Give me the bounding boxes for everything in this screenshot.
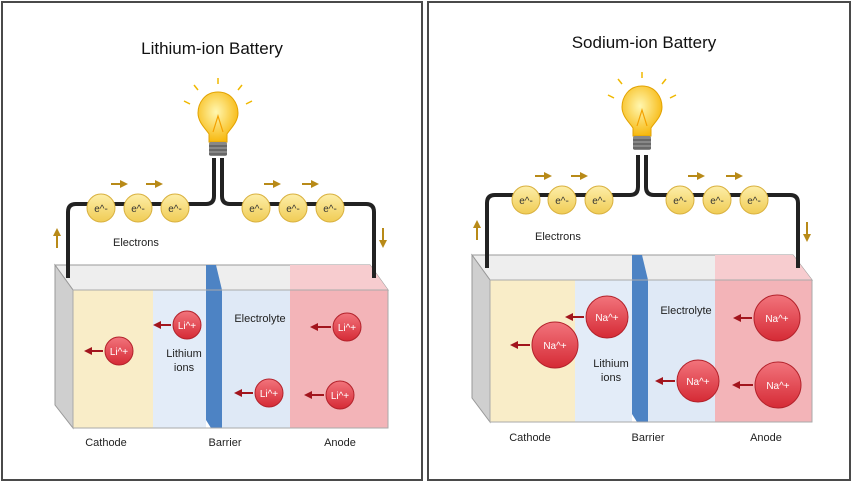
electron-label: e^- xyxy=(747,196,761,207)
barrier-label: Barrier xyxy=(208,437,241,449)
battery-outline xyxy=(72,289,389,429)
ion-label: Na^+ xyxy=(686,377,709,388)
battery-side-face xyxy=(54,263,74,430)
electron-label: e^- xyxy=(673,196,687,207)
electron-particle: e^- xyxy=(278,193,308,223)
ions-caption-line1: Lithium xyxy=(166,348,201,360)
ion-label: Li^+ xyxy=(331,391,349,402)
barrier-membrane xyxy=(632,255,648,422)
anode-top-face xyxy=(715,255,812,280)
ion-particle: Li^+ xyxy=(254,378,284,408)
ion-particle: Na^+ xyxy=(754,361,802,409)
panel-title: Lithium-ion Battery xyxy=(141,39,283,58)
electron-label: e^- xyxy=(286,204,300,215)
electron-particle: e^- xyxy=(584,185,614,215)
ion-label: Na^+ xyxy=(543,341,566,352)
electron-particle: e^- xyxy=(511,185,541,215)
sodium-panel: Sodium-ion Battery xyxy=(427,1,851,481)
electron-particle: e^- xyxy=(702,185,732,215)
electrolyte-label: Electrolyte xyxy=(660,305,711,317)
electron-particle: e^- xyxy=(665,185,695,215)
ions-caption-line1: Lithium xyxy=(593,358,628,370)
barrier-membrane xyxy=(206,265,222,428)
ion-label: Li^+ xyxy=(260,389,278,400)
electron-label: e^- xyxy=(323,204,337,215)
light-bulb-icon xyxy=(607,72,677,150)
panel-title: Sodium-ion Battery xyxy=(572,33,717,52)
ion-label: Li^+ xyxy=(178,321,196,332)
lithium-panel: Lithium-ion Battery xyxy=(1,1,423,481)
ions-caption-line2: ions xyxy=(601,372,622,384)
electron-particle: e^- xyxy=(315,193,345,223)
cathode-label: Cathode xyxy=(85,437,127,449)
ion-particle: Li^+ xyxy=(325,380,355,410)
electrons-caption: Electrons xyxy=(113,237,159,249)
ion-label: Na^+ xyxy=(766,381,789,392)
electron-label: e^- xyxy=(168,204,182,215)
electron-particle: e^- xyxy=(241,193,271,223)
electron-particle: e^- xyxy=(547,185,577,215)
ion-particle: Li^+ xyxy=(332,312,362,342)
ion-particle: Na^+ xyxy=(585,295,629,339)
electron-label: e^- xyxy=(249,204,263,215)
electrolyte-region xyxy=(222,290,290,428)
electron-label: e^- xyxy=(519,196,533,207)
ion-particle: Na^+ xyxy=(531,321,579,369)
barrier-label: Barrier xyxy=(631,432,664,444)
electron-label: e^- xyxy=(592,196,606,207)
electron-particle: e^- xyxy=(739,185,769,215)
anode-top-face xyxy=(290,265,388,290)
electrolyte-label: Electrolyte xyxy=(234,313,285,325)
electron-particle: e^- xyxy=(160,193,190,223)
ion-particle: Na^+ xyxy=(676,359,720,403)
ion-label: Li^+ xyxy=(110,347,128,358)
ion-particle: Li^+ xyxy=(104,336,134,366)
ion-label: Li^+ xyxy=(338,323,356,334)
electrons-caption: Electrons xyxy=(535,231,581,243)
electron-label: e^- xyxy=(555,196,569,207)
ion-particle: Na^+ xyxy=(753,294,801,342)
ions-caption-line2: ions xyxy=(174,362,195,374)
battery-outline xyxy=(489,279,813,423)
ion-label: Na^+ xyxy=(765,314,788,325)
anode-label: Anode xyxy=(324,437,356,449)
light-bulb-icon xyxy=(183,78,253,156)
electron-label: e^- xyxy=(710,196,724,207)
anode-label: Anode xyxy=(750,432,782,444)
electron-label: e^- xyxy=(94,204,108,215)
ion-particle: Li^+ xyxy=(172,310,202,340)
electron-label: e^- xyxy=(131,204,145,215)
cathode-label: Cathode xyxy=(509,432,551,444)
electron-particle: e^- xyxy=(123,193,153,223)
electron-particle: e^- xyxy=(86,193,116,223)
ion-label: Na^+ xyxy=(595,313,618,324)
battery-side-face xyxy=(471,253,491,424)
